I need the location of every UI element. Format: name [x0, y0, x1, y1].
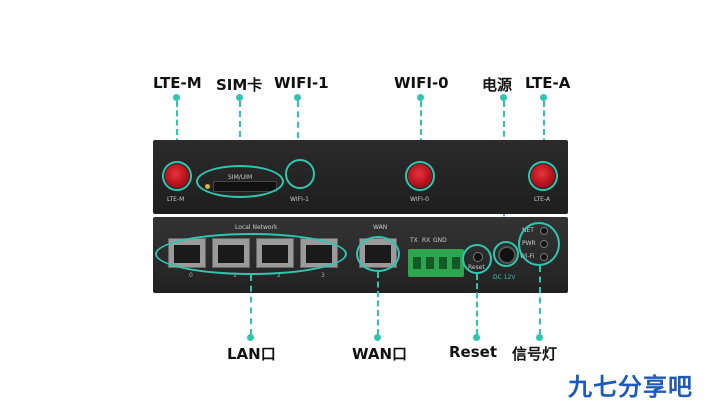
highlight-lte-m	[162, 161, 192, 191]
connector-line	[297, 101, 299, 159]
callout-power: 电源	[482, 76, 513, 94]
connector-line	[539, 266, 541, 335]
connector-dot	[500, 94, 507, 101]
highlight-lan	[155, 233, 347, 275]
callout-wan: WAN口	[352, 345, 408, 363]
label-wan: WAN	[373, 224, 388, 231]
callout-lte-a: LTE-A	[525, 74, 571, 92]
highlight-signal	[518, 222, 560, 266]
connector-line	[420, 101, 422, 163]
connector-dot	[374, 334, 381, 341]
port-number: 2	[277, 272, 281, 279]
callout-sim: SIM卡	[216, 76, 263, 94]
port-number: 0	[189, 272, 193, 279]
label-local-network: Local Network	[235, 224, 278, 231]
label-dc: DC 12V	[493, 274, 516, 281]
connector-dot	[173, 94, 180, 101]
highlight-power	[493, 241, 519, 267]
connector-dot	[294, 94, 301, 101]
callout-lan: LAN口	[227, 345, 276, 363]
highlight-lte-a	[528, 161, 558, 191]
connector-dot	[236, 94, 243, 101]
watermark-text: 九七分享吧	[568, 373, 693, 401]
callout-wifi0: WIFI-0	[394, 74, 449, 92]
highlight-sim	[196, 165, 284, 198]
label-tx: TX	[410, 237, 418, 244]
highlight-wifi1	[285, 159, 315, 189]
connector-line	[543, 101, 545, 163]
label-lte-m: LTE-M	[167, 196, 185, 203]
label-rx: RX	[422, 237, 431, 244]
label-wifi0: WIFI-0	[410, 196, 429, 203]
port-number: 1	[233, 272, 237, 279]
serial-terminal-block	[408, 249, 464, 277]
watermark-logo: 九七分享吧	[568, 367, 693, 402]
connector-line	[377, 272, 379, 335]
connector-dot	[473, 334, 480, 341]
connector-line	[239, 101, 241, 167]
connector-line	[176, 101, 178, 163]
callout-lte-m: LTE-M	[153, 74, 202, 92]
callout-reset: Reset	[449, 343, 497, 361]
highlight-reset	[462, 244, 492, 274]
highlight-wan	[356, 236, 400, 272]
highlight-wifi0	[405, 161, 435, 191]
callout-signal: 信号灯	[512, 345, 558, 363]
connector-dot	[536, 334, 543, 341]
connector-line	[250, 275, 252, 335]
label-wifi1: WIFI-1	[290, 196, 309, 203]
port-number: 3	[321, 272, 325, 279]
callout-wifi1: WIFI-1	[274, 74, 329, 92]
connector-dot	[247, 334, 254, 341]
connector-dot	[417, 94, 424, 101]
label-lte-a: LTE-A	[534, 196, 551, 203]
label-gnd: GND	[433, 237, 447, 244]
connector-dot	[540, 94, 547, 101]
connector-line	[476, 274, 478, 335]
